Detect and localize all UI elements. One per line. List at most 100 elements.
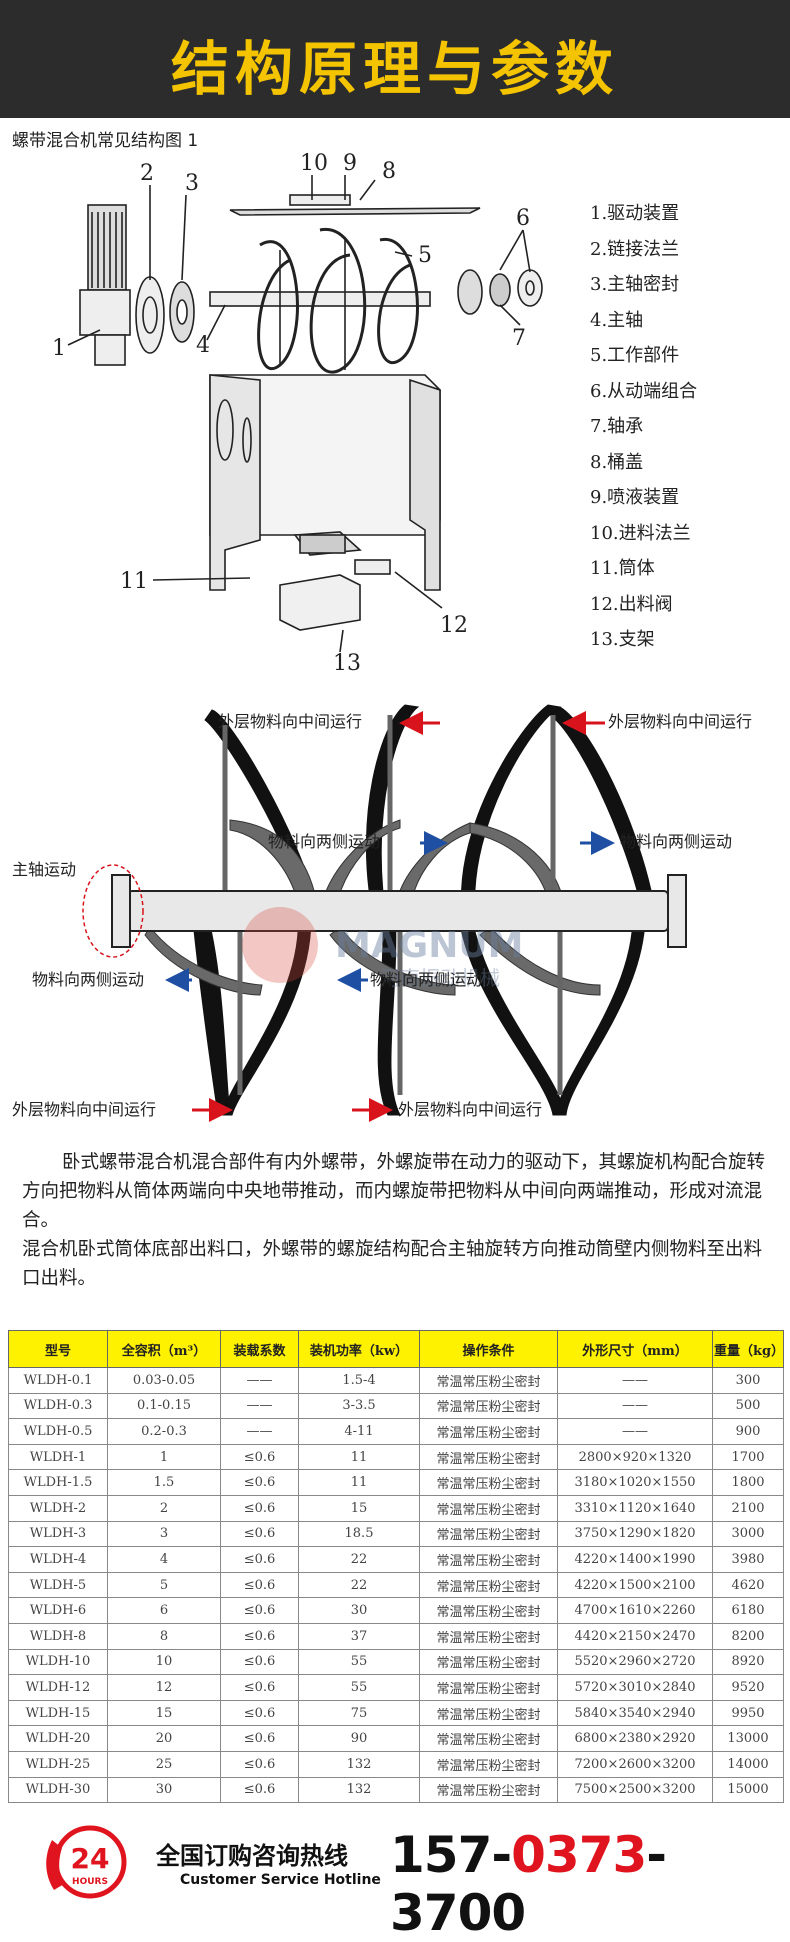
hotline-title: 全国订购咨询热线 — [156, 1842, 348, 1870]
label-outer-top-right: 外层物料向中间运行 — [608, 712, 752, 731]
table-cell: 9950 — [712, 1699, 784, 1727]
table-cell: 常温常压粉尘密封 — [419, 1776, 558, 1804]
table-cell: 8 — [107, 1622, 221, 1650]
table-cell: ≤0.6 — [220, 1520, 299, 1548]
table-cell: WLDH-10 — [8, 1648, 108, 1676]
table-cell: 30 — [107, 1776, 221, 1804]
table-cell: 6180 — [712, 1597, 784, 1624]
table-cell: WLDH-0.1 — [8, 1367, 108, 1394]
table-cell: 90 — [298, 1725, 420, 1752]
table-cell: 常温常压粉尘密封 — [419, 1546, 558, 1573]
table-cell: 30 — [298, 1597, 420, 1624]
table-cell: 0.1-0.15 — [107, 1392, 221, 1420]
description: 卧式螺带混合机混合部件有内外螺带，外螺旋带在动力的驱动下，其螺旋机构配合旋转方向… — [22, 1148, 772, 1293]
parts-list-item: 9.喷液装置 — [590, 487, 680, 508]
table-cell: 3980 — [712, 1546, 784, 1573]
table-cell: 55 — [298, 1674, 420, 1701]
table-cell: 300 — [712, 1367, 784, 1394]
table-cell: WLDH-20 — [8, 1725, 108, 1752]
table-cell: WLDH-1.5 — [8, 1469, 108, 1496]
table-cell: ≤0.6 — [220, 1699, 299, 1727]
table-cell: —— — [557, 1418, 713, 1445]
table-cell: WLDH-25 — [8, 1750, 108, 1778]
table-cell: WLDH-30 — [8, 1776, 108, 1804]
label-outer-bottom-right: 外层物料向中间运行 — [398, 1100, 542, 1119]
badge-text: HOURS — [72, 1877, 108, 1887]
table-cell: 25 — [107, 1750, 221, 1778]
table-cell: WLDH-2 — [8, 1494, 108, 1522]
callout-8: 8 — [382, 159, 396, 184]
label-low-center: 物料向两侧运动 — [370, 970, 482, 989]
table-cell: 1 — [107, 1443, 221, 1471]
table-cell: 7200×2600×3200 — [557, 1750, 713, 1778]
label-outer-top-left: 外层物料向中间运行 — [218, 712, 362, 731]
callout-11: 11 — [120, 569, 148, 594]
table-cell: —— — [220, 1367, 299, 1394]
column-header: 装机功率（kw） — [298, 1330, 420, 1368]
table-cell: 3 — [107, 1520, 221, 1548]
table-cell: 12 — [107, 1674, 221, 1701]
table-cell: 1700 — [712, 1443, 784, 1471]
label-mid-right: 物料向两侧运动 — [620, 832, 732, 851]
table-cell: —— — [557, 1367, 713, 1394]
description-paragraph: 卧式螺带混合机混合部件有内外螺带，外螺旋带在动力的驱动下，其螺旋机构配合旋转方向… — [22, 1152, 766, 1231]
table-cell: 1.5-4 — [298, 1367, 420, 1394]
table-cell: 14000 — [712, 1750, 784, 1778]
table-cell: 常温常压粉尘密封 — [419, 1699, 558, 1727]
table-cell: 15000 — [712, 1776, 784, 1804]
hotline-phone-number[interactable]: 157-0373-3700 — [390, 1826, 790, 1942]
parts-list-item: 4.主轴 — [590, 309, 644, 331]
table-cell: 55 — [298, 1648, 420, 1676]
table-cell: 6 — [107, 1597, 221, 1624]
table-cell: 4620 — [712, 1571, 784, 1599]
callout-2: 2 — [140, 161, 154, 186]
description-paragraph: 混合机卧式筒体底部出料口，外螺带的螺旋结构配合主轴旋转方向推动筒壁内侧物料至出料… — [22, 1239, 763, 1289]
table-cell: 5 — [107, 1571, 221, 1599]
table-cell: 22 — [298, 1571, 420, 1599]
parts-list-item: 5.工作部件 — [590, 345, 680, 366]
table-cell: 0.2-0.3 — [107, 1418, 221, 1445]
callout-1: 1 — [52, 336, 66, 361]
table-cell: 13000 — [712, 1725, 784, 1752]
parts-list-item: 10.进料法兰 — [590, 522, 691, 544]
table-cell: 500 — [712, 1392, 784, 1420]
parts-list-item: 1.驱动装置 — [590, 203, 680, 224]
table-cell: WLDH-1 — [8, 1443, 108, 1471]
table-cell: ≤0.6 — [220, 1622, 299, 1650]
table-cell: —— — [557, 1392, 713, 1420]
table-cell: 4700×1610×2260 — [557, 1597, 713, 1624]
table-cell: 5520×2960×2720 — [557, 1648, 713, 1676]
table-cell: WLDH-6 — [8, 1597, 108, 1624]
parts-list-item: 12.出料阀 — [590, 593, 673, 615]
table-cell: 2800×920×1320 — [557, 1443, 713, 1471]
table-cell: 常温常压粉尘密封 — [419, 1392, 558, 1420]
table-cell: 常温常压粉尘密封 — [419, 1571, 558, 1599]
table-cell: 常温常压粉尘密封 — [419, 1597, 558, 1624]
table-cell: 7500×2500×3200 — [557, 1776, 713, 1804]
badge-number: 24 — [71, 1842, 110, 1875]
table-cell: 8200 — [712, 1622, 784, 1650]
callout-5: 5 — [418, 243, 432, 268]
label-outer-bottom-left: 外层物料向中间运行 — [12, 1100, 156, 1119]
table-cell: ≤0.6 — [220, 1776, 299, 1804]
table-cell: 常温常压粉尘密封 — [419, 1622, 558, 1650]
parts-list-item: 8.桶盖 — [590, 451, 644, 473]
table-cell: 18.5 — [298, 1520, 420, 1548]
table-cell: 11 — [298, 1469, 420, 1496]
callout-3: 3 — [185, 171, 199, 196]
column-header: 外形尺寸（mm） — [557, 1330, 713, 1368]
column-header: 装载系数 — [220, 1330, 299, 1368]
table-cell: ≤0.6 — [220, 1725, 299, 1752]
phone-part: 157- — [390, 1826, 512, 1884]
table-cell: 900 — [712, 1418, 784, 1445]
parts-list-item: 6.从动端组合 — [590, 380, 698, 402]
table-cell: —— — [220, 1392, 299, 1420]
table-cell: 5840×3540×2940 — [557, 1699, 713, 1727]
table-cell: 4-11 — [298, 1418, 420, 1445]
